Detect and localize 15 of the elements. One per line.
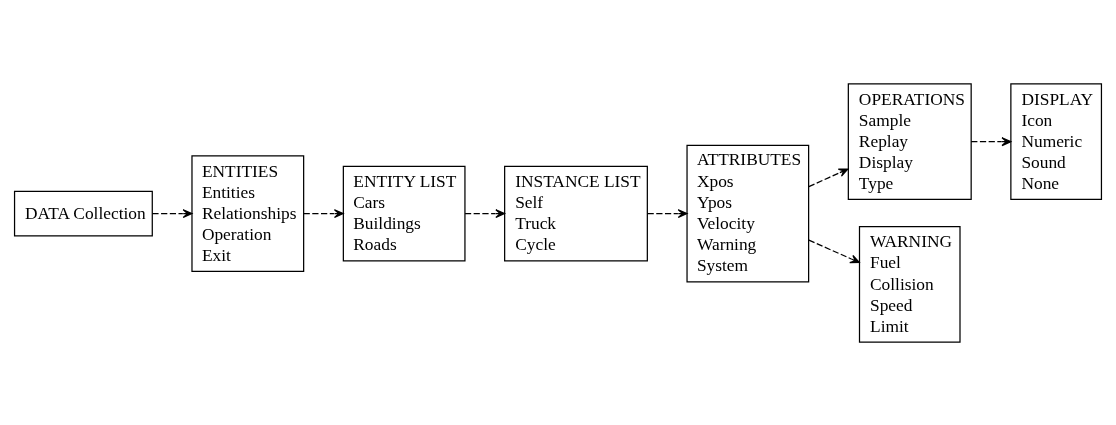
node-box: DISPLAY Icon Numeric Sound None [1010,82,1103,200]
node-box: OPERATIONS Sample Replay Display Type [847,82,972,200]
arrow [303,208,344,218]
node-box: WARNING Fuel Collision Speed Limit [858,225,961,343]
node-box: ATTRIBUTES Xpos Ypos Velocity Warning System [686,144,810,282]
node-box: ENTITIES Entities Relationships Operation Exit [191,154,305,272]
arrow [151,208,193,218]
arrow [646,208,688,218]
node-box: DATA Collection [13,190,153,237]
node-box: ENTITY LIST Cars Buildings Roads [342,165,466,261]
arrow [808,239,860,263]
node-box: INSTANCE LIST Self Truck Cycle [504,165,648,261]
arrow [464,208,506,218]
arrow [808,167,849,187]
arrow [970,136,1012,146]
